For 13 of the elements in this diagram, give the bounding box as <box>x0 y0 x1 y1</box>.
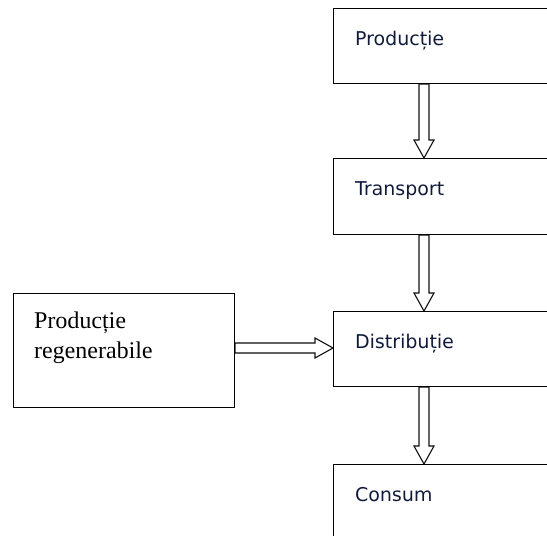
process-box <box>333 8 547 84</box>
process-box <box>13 293 235 408</box>
box-label: Producție regenerabile <box>34 307 154 366</box>
box-label: Transport <box>355 177 444 202</box>
box-label: Producție <box>355 27 444 52</box>
hollow-arrow <box>412 83 436 160</box>
process-box <box>333 158 547 235</box>
hollow-arrow <box>412 386 436 466</box>
process-box <box>333 311 547 387</box>
hollow-arrow <box>234 336 334 360</box>
box-label: Consum <box>355 483 432 508</box>
hollow-arrow <box>412 234 436 312</box>
box-label: Distribuție <box>355 330 454 355</box>
